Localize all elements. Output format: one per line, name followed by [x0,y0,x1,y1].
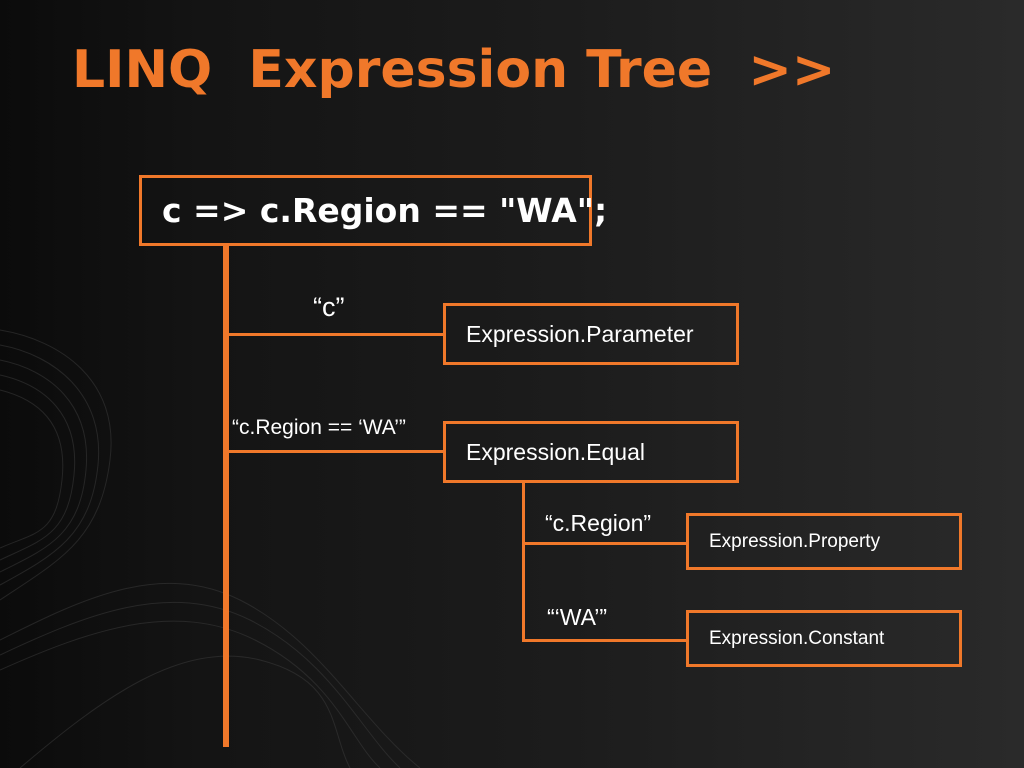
edge-label-parameter: “c” [313,292,345,322]
root-lambda-node: c => c.Region == "WA"; [139,175,607,246]
branch-line-constant [522,639,688,642]
equal-sub-trunk-line [522,480,525,642]
node-expression-constant: Expression.Constant [686,610,962,667]
node-expression-property: Expression.Property [686,513,962,570]
slide-title: LINQ Expression Tree >> [72,40,836,100]
root-lambda-text: c => c.Region == "WA"; [162,191,608,230]
node-label: Expression.Property [709,530,881,552]
node-expression-parameter: Expression.Parameter [443,303,739,365]
node-label: Expression.Parameter [466,320,694,347]
edge-label-equal: “c.Region == ‘WA’” [232,416,406,439]
edge-label-property: “c.Region” [545,510,652,536]
node-label: Expression.Constant [709,627,885,649]
branch-line-equal [226,450,444,453]
branch-line-property [522,542,688,545]
node-expression-equal: Expression.Equal [443,421,739,483]
branch-line-parameter [226,333,444,336]
edge-label-constant: “‘WA’” [547,604,608,630]
node-label: Expression.Equal [466,438,645,465]
main-trunk-line [223,245,229,747]
